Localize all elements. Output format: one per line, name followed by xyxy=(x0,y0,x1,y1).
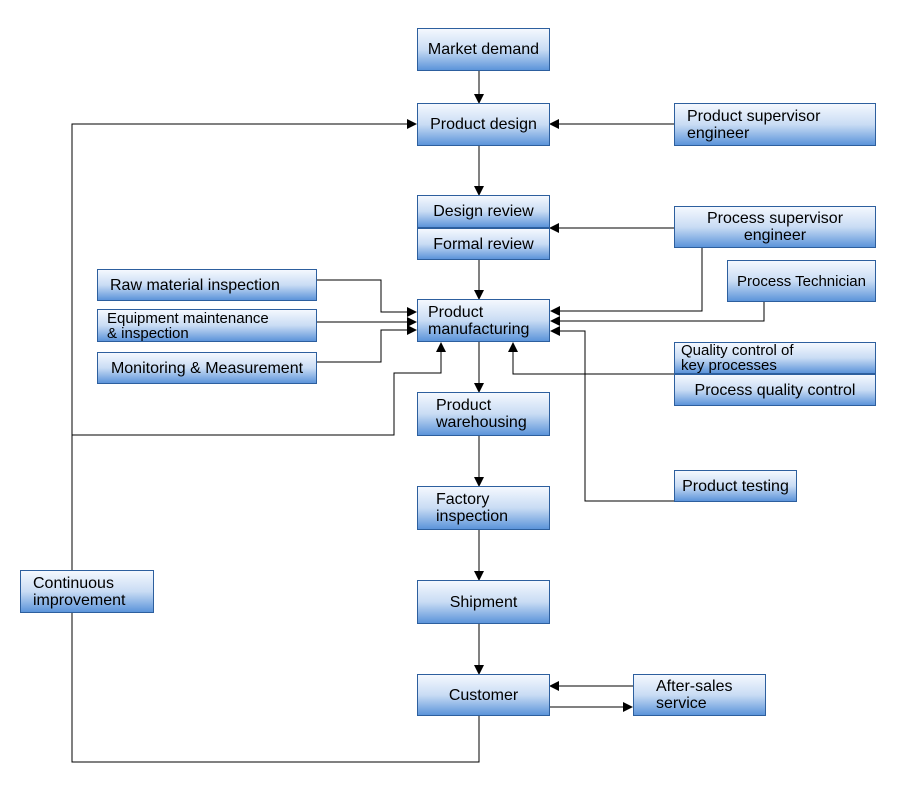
node-formal-review: Formal review xyxy=(417,228,550,260)
node-continuous-improvement: Continuous improvement xyxy=(20,570,154,613)
node-product-design: Product design xyxy=(417,103,550,146)
node-after-sales-service: After-sales service xyxy=(633,674,766,716)
node-product-manufacturing: Product manufacturing xyxy=(417,299,550,342)
node-product-warehousing: Product warehousing xyxy=(417,392,550,436)
node-product-supervisor-engineer: Product supervisor engineer xyxy=(674,103,876,146)
arrow-process-supervisor-to-manufacturing xyxy=(550,248,703,316)
node-quality-control-key-processes: Quality control of key processes xyxy=(674,342,876,374)
node-market-demand: Market demand xyxy=(417,28,550,71)
node-product-testing: Product testing xyxy=(674,470,797,502)
arrow-quality-control-to-manufacturing xyxy=(508,342,674,375)
arrow-technician-to-manufacturing xyxy=(550,302,765,326)
arrow-improvement-to-manufacturing xyxy=(72,342,446,436)
node-monitoring-measurement: Monitoring & Measurement xyxy=(97,352,317,384)
arrow-monitoring-to-manufacturing xyxy=(317,325,417,363)
node-equipment-maintenance: Equipment maintenance & inspection xyxy=(97,309,317,342)
arrow-improvement-to-design xyxy=(71,119,417,570)
node-design-review: Design review xyxy=(417,195,550,228)
node-process-quality-control: Process quality control xyxy=(674,374,876,406)
node-process-supervisor-engineer: Process supervisor engineer xyxy=(674,206,876,248)
arrow-raw-material-to-manufacturing xyxy=(317,279,417,317)
line-customer-to-improvement xyxy=(71,613,480,763)
node-process-technician: Process Technician xyxy=(727,260,876,302)
node-factory-inspection: Factory inspection xyxy=(417,486,550,530)
node-raw-material-inspection: Raw material inspection xyxy=(97,269,317,301)
arrow-testing-to-manufacturing xyxy=(550,326,674,502)
node-customer: Customer xyxy=(417,674,550,716)
node-shipment: Shipment xyxy=(417,580,550,624)
